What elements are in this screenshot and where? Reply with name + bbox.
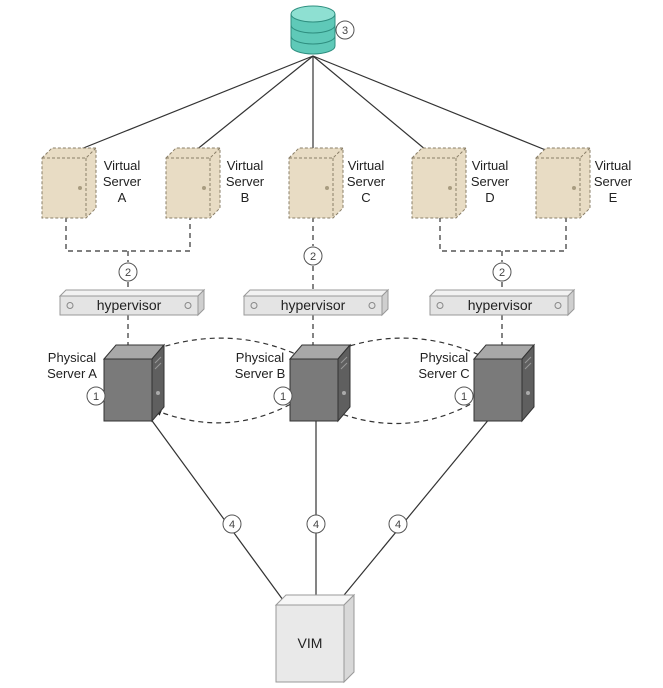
marker-1-a: 1 bbox=[93, 391, 99, 403]
vim-link-a bbox=[149, 417, 284, 601]
storage-link-b bbox=[189, 55, 314, 156]
storage-link-e bbox=[312, 55, 559, 156]
hypervisor-marker-b: 2 bbox=[303, 246, 323, 266]
hypervisor-b: hypervisor bbox=[242, 288, 390, 317]
vs-e-line1: Virtual bbox=[595, 158, 632, 173]
migration-c-to-b-bottom bbox=[335, 399, 479, 425]
vm-link-ab bbox=[65, 217, 191, 252]
virtual-server-b bbox=[165, 147, 221, 219]
marker-2-c: 2 bbox=[499, 267, 505, 279]
vs-b-line2: Server bbox=[226, 174, 265, 189]
physical-server-a-label: Physical Server A bbox=[47, 350, 97, 381]
hypervisor-b-label: hypervisor bbox=[281, 297, 346, 313]
virtual-server-d bbox=[411, 147, 467, 219]
hypervisor-c-label: hypervisor bbox=[468, 297, 533, 313]
vs-c-line1: Virtual bbox=[348, 158, 385, 173]
ps-b-line1: Physical bbox=[236, 350, 285, 365]
vim-link-c bbox=[339, 417, 491, 601]
vs-b-line1: Virtual bbox=[227, 158, 264, 173]
vim-box: VIM bbox=[274, 593, 356, 684]
vs-a-line3: A bbox=[118, 190, 127, 205]
ps-c-line2: Server C bbox=[418, 366, 469, 381]
physical-server-c bbox=[472, 343, 536, 423]
virtual-server-a bbox=[41, 147, 97, 219]
ps-b-line2: Server B bbox=[235, 366, 286, 381]
virtual-server-a-label: Virtual Server A bbox=[103, 158, 142, 205]
physical-marker-c: 1 bbox=[454, 386, 474, 406]
hypervisor-c: hypervisor bbox=[428, 288, 576, 317]
vim-label: VIM bbox=[298, 635, 323, 651]
vim-marker-c: 4 bbox=[388, 514, 408, 534]
vs-c-line2: Server bbox=[347, 174, 386, 189]
vim-links bbox=[149, 417, 491, 601]
ps-a-line2: Server A bbox=[47, 366, 97, 381]
storage-link-d bbox=[312, 55, 433, 156]
ps-c-line1: Physical bbox=[420, 350, 469, 365]
hypervisor-a: hypervisor bbox=[58, 288, 206, 317]
vs-a-line2: Server bbox=[103, 174, 142, 189]
physical-marker-b: 1 bbox=[273, 386, 293, 406]
migration-a-to-b-top bbox=[139, 337, 313, 363]
marker-4-c: 4 bbox=[395, 519, 401, 531]
storage-marker: 3 bbox=[335, 20, 355, 40]
vs-c-line3: C bbox=[361, 190, 370, 205]
physical-server-c-label: Physical Server C bbox=[418, 350, 469, 381]
vm-hypervisor-links bbox=[65, 217, 567, 352]
ps-a-line1: Physical bbox=[48, 350, 97, 365]
marker-1-b: 1 bbox=[280, 391, 286, 403]
marker-2-b: 2 bbox=[310, 251, 316, 263]
physical-server-b-label: Physical Server B bbox=[235, 350, 286, 381]
hypervisor-marker-a: 2 bbox=[118, 262, 138, 282]
vs-e-line2: Server bbox=[594, 174, 633, 189]
vs-e-line3: E bbox=[609, 190, 618, 205]
marker-4-b: 4 bbox=[313, 519, 319, 531]
vs-d-line1: Virtual bbox=[472, 158, 509, 173]
migration-b-to-a-bottom bbox=[154, 399, 299, 424]
vm-link-de bbox=[439, 217, 567, 252]
virtual-server-e bbox=[535, 147, 591, 219]
physical-marker-a: 1 bbox=[86, 386, 106, 406]
virtual-server-d-label: Virtual Server D bbox=[471, 158, 510, 205]
storage-icon bbox=[290, 5, 336, 55]
vs-b-line3: B bbox=[241, 190, 250, 205]
storage-marker-number: 3 bbox=[342, 25, 348, 37]
vs-d-line2: Server bbox=[471, 174, 510, 189]
marker-4-a: 4 bbox=[229, 519, 235, 531]
virtual-server-e-label: Virtual Server E bbox=[594, 158, 633, 205]
marker-1-c: 1 bbox=[461, 391, 467, 403]
vs-a-line1: Virtual bbox=[104, 158, 141, 173]
vim-marker-b: 4 bbox=[306, 514, 326, 534]
physical-server-b bbox=[288, 343, 352, 423]
storage-link-a bbox=[65, 55, 314, 156]
hypervisor-marker-c: 2 bbox=[492, 262, 512, 282]
virtual-server-c bbox=[288, 147, 344, 219]
virtual-server-b-label: Virtual Server B bbox=[226, 158, 265, 205]
vim-marker-a: 4 bbox=[222, 514, 242, 534]
storage-links bbox=[65, 55, 559, 156]
marker-2-a: 2 bbox=[125, 267, 131, 279]
vs-d-line3: D bbox=[485, 190, 494, 205]
hypervisor-a-label: hypervisor bbox=[97, 297, 162, 313]
virtual-server-c-label: Virtual Server C bbox=[347, 158, 386, 205]
physical-server-a bbox=[102, 343, 166, 423]
